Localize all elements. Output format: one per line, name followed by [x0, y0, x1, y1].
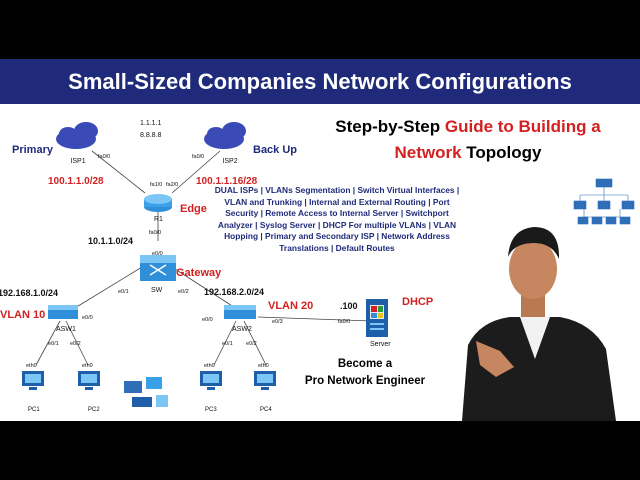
router-net: 10.1.1.0/24: [88, 236, 133, 246]
computer-icon: [22, 371, 44, 390]
isp-backup-tag: Back Up: [253, 144, 297, 156]
computer-icon: [200, 371, 222, 390]
dns-1: 1.1.1.1: [140, 120, 162, 127]
server-label: Server: [370, 341, 391, 348]
router-icon: [144, 194, 172, 212]
link-isp2-r1: [171, 150, 221, 194]
link-isp1-r1: [91, 150, 146, 194]
headline: Step-by-Step Guide to Building a Network…: [300, 114, 636, 166]
server-tag: DHCP: [402, 296, 433, 308]
switch-icon: [140, 255, 176, 281]
switch-icon: [224, 305, 256, 319]
headline-part3: Network: [394, 143, 462, 162]
vlan10-label: VLAN 10: [0, 309, 45, 321]
vlan20-net: 192.168.2.0/24: [204, 287, 264, 297]
router-label: R1: [154, 216, 163, 223]
computer-icon: [78, 371, 100, 390]
link-asw1-pc1: [35, 320, 61, 366]
cloud-icon: [204, 122, 246, 149]
dns-2: 8.8.8.8: [140, 132, 162, 139]
switch-icon: [48, 305, 78, 319]
isp2-label: ISP2: [222, 158, 237, 165]
pc3-label: PC3: [205, 407, 217, 413]
server-host: .100: [340, 301, 358, 311]
isp-primary-tag: Primary: [12, 144, 54, 156]
title-banner: Small-Sized Companies Network Configurat…: [0, 59, 640, 104]
cloud-icon: [56, 122, 98, 149]
banner-title: Small-Sized Companies Network Configurat…: [68, 68, 572, 94]
pc3-port: eth0: [204, 363, 215, 369]
r1-port-3: fa0/0: [149, 230, 161, 236]
asw2-label: ASW2: [232, 326, 252, 333]
promo-line2: Pro Network Engineer: [304, 375, 426, 387]
isp2-port: fa0/0: [192, 154, 204, 160]
vlan20-label: VLAN 20: [268, 300, 313, 312]
isp1-label: ISP1: [70, 158, 85, 165]
computer-icon: [254, 371, 276, 390]
link-sw-asw2: [171, 266, 241, 312]
headline-part4: Topology: [461, 143, 542, 162]
router-tag: Edge: [180, 203, 207, 215]
link-asw2-pc4: [243, 320, 267, 366]
asw1-port-uplink: e0/0: [82, 315, 93, 321]
link-asw1-pc2: [65, 320, 89, 366]
link-asw2-pc3: [213, 320, 237, 366]
network-cluster-icon: [573, 178, 635, 225]
asw1-label: ASW1: [56, 326, 76, 333]
sw-port-2: e0/1: [118, 289, 129, 295]
server-icon: [366, 299, 388, 337]
pc2-port: eth0: [82, 363, 93, 369]
link-asw2-server: [257, 316, 373, 322]
asw2-port-2: e0/2: [246, 341, 257, 347]
thumbnail: Small-Sized Companies Network Configurat…: [0, 59, 640, 421]
link-sw-asw1: [69, 266, 143, 312]
r1-port-1: fa1/0: [150, 182, 162, 188]
feature-description: DUAL ISPs | VLANs Segmentation | Switch …: [214, 185, 460, 253]
asw2-port-server: e0/3: [272, 319, 283, 325]
headline-part2: Guide to Building a: [440, 117, 601, 136]
sw-port-3: e0/2: [178, 289, 189, 295]
pc4-label: PC4: [260, 407, 272, 413]
core-switch-label: SW: [151, 287, 163, 294]
r1-port-2: fa2/0: [166, 182, 178, 188]
pc1-label: PC1: [28, 407, 40, 413]
asw2-port-1: e0/1: [222, 341, 233, 347]
asw2-port-uplink: e0/0: [202, 317, 213, 323]
promo-text: Become a Pro Network Engineer: [290, 356, 440, 390]
asw1-port-1: e0/1: [48, 341, 59, 347]
pc1-port: eth0: [26, 363, 37, 369]
isp2-net: 100.1.1.16/28: [196, 176, 258, 187]
links: [35, 150, 373, 366]
presenter-photo: [462, 227, 616, 421]
promo-line1: Become a: [337, 358, 393, 370]
pc2-label: PC2: [88, 407, 100, 413]
vlan10-net: 192.168.1.0/24: [0, 288, 58, 298]
isp1-net: 100.1.1.0/28: [48, 176, 104, 187]
core-switch-tag: Gateway: [176, 267, 222, 279]
headline-part1: Step-by-Step: [335, 117, 441, 136]
asw1-port-2: e0/2: [70, 341, 81, 347]
pc4-port: eth0: [258, 363, 269, 369]
devices-illustration-icon: [124, 377, 168, 407]
network-diagram: Primary ISP1 fa0/0 100.1.1.0/28 Back Up …: [0, 120, 635, 421]
sw-port-1: e0/0: [152, 251, 163, 257]
isp1-port: fa0/0: [98, 154, 110, 160]
server-port: fa0/0: [338, 319, 350, 325]
